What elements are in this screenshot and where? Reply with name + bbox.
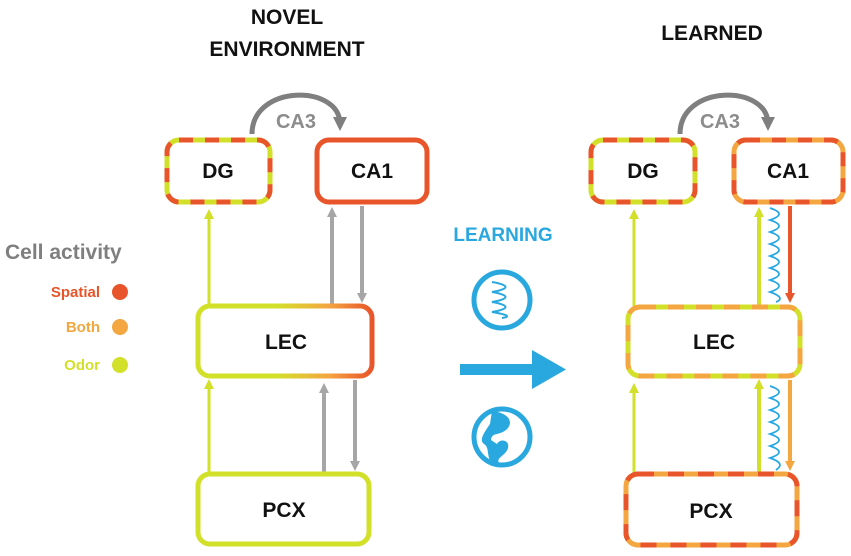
- legend-label-both: Both: [66, 319, 100, 336]
- novel-lec-box: LEC: [195, 303, 375, 379]
- learning-arrow: [460, 350, 566, 389]
- learned-dg-box: DG: [588, 137, 698, 205]
- learned-ca1-label: CA1: [767, 160, 809, 183]
- novel-ca1-label: CA1: [351, 160, 393, 183]
- learned-ca1-lec-coupling: [754, 206, 795, 306]
- legend-label-odor: Odor: [64, 357, 100, 374]
- novel-lec-label: LEC: [265, 331, 307, 354]
- legend-dot-odor: [112, 357, 128, 373]
- learned-panel: CA3 DG CA1: [588, 92, 846, 548]
- learning-label: LEARNING: [453, 225, 552, 246]
- learned-ca1-box: CA1: [731, 137, 846, 205]
- learned-lec-box: LEC: [625, 304, 803, 379]
- legend-dot-spatial: [112, 284, 128, 300]
- learned-ca3-loop-arrow: [677, 92, 775, 135]
- learned-pcx-box: PCX: [623, 471, 800, 548]
- legend-dot-both: [112, 319, 128, 335]
- novel-ca1-box: CA1: [314, 137, 430, 205]
- learned-pcx-label: PCX: [689, 500, 732, 523]
- novel-pcx-label: PCX: [262, 499, 305, 522]
- novel-ca3-label: CA3: [276, 111, 316, 133]
- novel-ca3-loop-arrow: [249, 92, 347, 135]
- learned-title: LEARNED: [661, 22, 763, 45]
- novel-pcx-box: PCX: [195, 471, 372, 547]
- novel-title-line2: ENVIRONMENT: [209, 38, 364, 61]
- legend: Cell activity Spatial Both Odor: [5, 241, 128, 374]
- novel-panel: CA3 DG CA1 LEC PCX: [164, 92, 430, 547]
- learned-ca3-label: CA3: [700, 111, 740, 133]
- oscillation-icon: [471, 269, 533, 331]
- learned-dg-label: DG: [627, 160, 659, 183]
- novel-dg-label: DG: [202, 160, 234, 183]
- novel-dg-box: DG: [164, 137, 273, 205]
- learned-lec-label: LEC: [693, 331, 735, 354]
- learned-lec-pcx-coupling: [754, 379, 795, 474]
- novel-title-line1: NOVEL: [251, 6, 324, 29]
- legend-label-spatial: Spatial: [51, 284, 100, 301]
- legend-title: Cell activity: [5, 241, 122, 264]
- synapse-icon: [471, 406, 533, 468]
- learning-transition: LEARNING: [453, 225, 566, 468]
